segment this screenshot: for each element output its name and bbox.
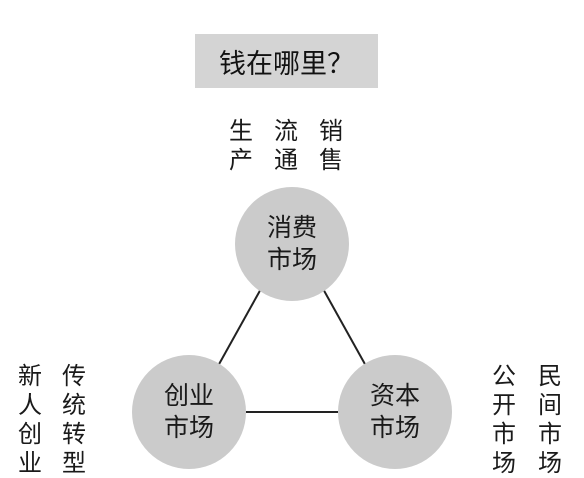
label-char: 售: [319, 146, 343, 174]
node-startup-market: 创业 市场: [132, 355, 246, 469]
connector-top-left: [217, 286, 263, 367]
diagram-title: 钱在哪里？: [195, 34, 378, 88]
label-char: 民: [538, 362, 562, 390]
label-char: 业: [18, 449, 42, 477]
label-traditional-transformation: 传 统 转 型: [62, 362, 86, 478]
node-capital-market-line2: 市场: [369, 413, 420, 442]
label-public-market: 公 开 市 场: [492, 362, 516, 478]
label-char: 传: [62, 362, 86, 390]
label-char: 市: [538, 420, 562, 448]
label-char: 市: [492, 420, 516, 448]
label-sales: 销 售: [319, 117, 343, 175]
label-char: 创: [18, 420, 42, 448]
node-consumer-market-line2: 市场: [266, 245, 317, 274]
label-private-market: 民 间 市 场: [538, 362, 562, 478]
label-char: 型: [62, 449, 86, 477]
diagram-title-text: 钱在哪里？: [219, 48, 354, 80]
label-char: 公: [492, 362, 516, 390]
label-char: 场: [492, 449, 516, 477]
label-production: 生 产: [229, 117, 253, 175]
node-startup-market-line1: 创业: [163, 381, 214, 410]
label-circulation: 流 通: [274, 117, 298, 175]
label-char: 生: [229, 117, 253, 145]
node-consumer-market: 消费 市场: [235, 187, 349, 301]
label-char: 通: [274, 146, 298, 174]
label-char: 流: [274, 117, 298, 145]
label-char: 转: [62, 420, 86, 448]
label-char: 产: [229, 146, 253, 174]
node-startup-market-line2: 市场: [163, 413, 214, 442]
node-capital-market: 资本 市场: [338, 355, 452, 469]
label-char: 人: [18, 391, 42, 419]
connector-top-right: [321, 286, 367, 367]
label-char: 开: [492, 391, 516, 419]
label-char: 新: [18, 362, 42, 390]
node-capital-market-line1: 资本: [369, 381, 420, 410]
label-char: 间: [538, 391, 562, 419]
label-char: 销: [319, 117, 343, 145]
label-char: 统: [62, 391, 86, 419]
node-consumer-market-line1: 消费: [266, 213, 317, 242]
label-char: 场: [538, 449, 562, 477]
label-new-entrepreneurs: 新 人 创 业: [18, 362, 42, 478]
